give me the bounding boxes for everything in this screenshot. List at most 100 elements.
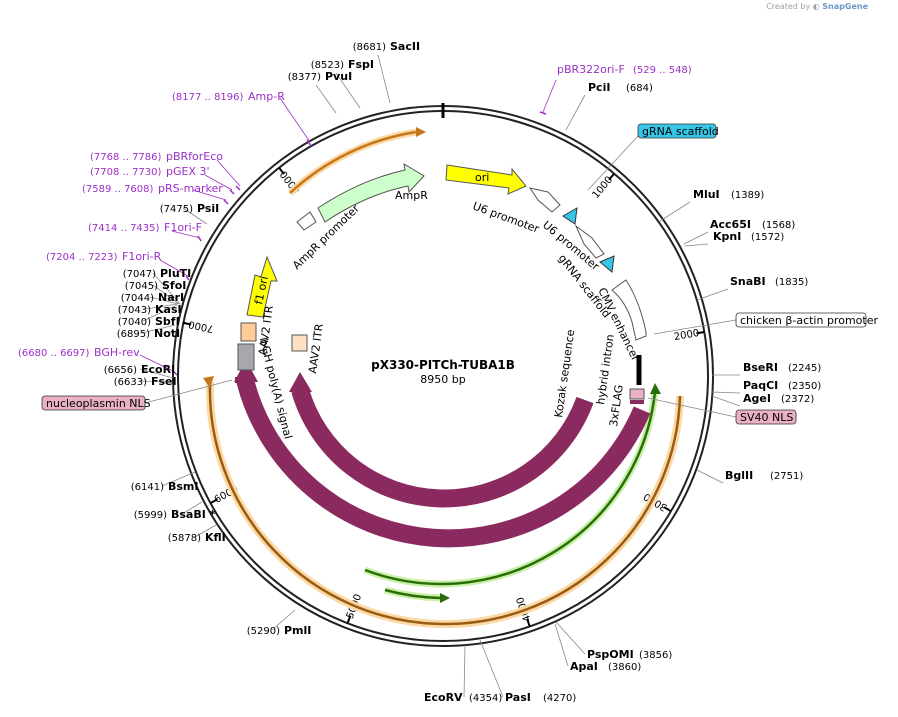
enzyme-site[interactable]: (7475)PsiI xyxy=(160,202,220,215)
sv40-nls-feature[interactable] xyxy=(629,388,645,400)
enzyme-site[interactable]: (7047)PluTI xyxy=(123,267,192,280)
ampr-region-arrow-icon xyxy=(416,127,426,137)
primer-site[interactable]: (7589 .. 7608)pRS-marker xyxy=(82,182,223,195)
enzyme-position: (8377) xyxy=(288,72,321,83)
enzyme-name: BseRI xyxy=(743,361,778,374)
enzyme-name: SnaBI xyxy=(730,275,766,288)
enzyme-site[interactable]: (5999)BsaBI * xyxy=(134,508,216,521)
boxed-label-chicken-beta-actin-promoter[interactable]: chicken β-actin promoter xyxy=(735,312,878,328)
enzyme-site[interactable]: (6656) EcoRI xyxy=(104,363,175,376)
cmv-enhancer-feature[interactable] xyxy=(611,279,647,341)
ori-feature[interactable] xyxy=(445,164,527,195)
enzyme-position: (7043) xyxy=(118,305,151,316)
boxed-label-sv40-nls[interactable]: SV40 NLS xyxy=(735,409,797,425)
primer-site[interactable]: (529 .. 548)pBR322ori-F xyxy=(557,63,692,76)
enzyme-name: SacII xyxy=(390,40,420,53)
enzyme-site[interactable]: (684)PciI xyxy=(588,81,653,94)
tick-label: 2000 xyxy=(673,328,700,343)
enzyme-name: KpnI xyxy=(713,230,741,243)
enzyme-site[interactable]: (1835)SnaBI xyxy=(730,275,808,288)
enzyme-name: KflI xyxy=(205,531,226,544)
enzyme-site[interactable]: (1389)MluI xyxy=(693,188,764,201)
leader-lines xyxy=(139,54,741,698)
tick-mark xyxy=(278,167,285,175)
enzyme-name: EcoRI xyxy=(141,363,175,376)
enzyme-site[interactable]: (7044)NarI xyxy=(121,291,184,304)
aav2-itr-2-feature[interactable] xyxy=(291,334,308,352)
aav2-itr-2-label: AAV2 ITR xyxy=(306,322,326,374)
enzyme-site[interactable]: (7043)KasI xyxy=(118,303,182,316)
enzyme-site[interactable]: (2751)BglII xyxy=(725,469,803,482)
enzyme-site[interactable]: (1568)Acc65I xyxy=(710,218,795,231)
enzyme-position: (1389) xyxy=(731,190,764,201)
enzyme-name: PmlI xyxy=(284,624,311,637)
enzyme-name: BsaBI * xyxy=(171,508,216,521)
enzyme-position: (5878) xyxy=(168,533,201,544)
primer-site[interactable]: (7414 .. 7435)F1ori-F xyxy=(88,221,202,234)
enzyme-name: FseI xyxy=(151,375,177,388)
snapgene-logo-icon: ◐ xyxy=(812,2,820,11)
f1-ori-feature[interactable] xyxy=(246,255,278,318)
primer-name: Amp-R xyxy=(248,90,285,103)
ampr-promoter-feature[interactable] xyxy=(296,211,317,231)
ampr-feature[interactable] xyxy=(317,163,425,223)
tick-mark xyxy=(608,173,615,181)
enzyme-position: (6141) xyxy=(131,482,164,493)
plasmid-name: pX330-PITCh-TUBA1B xyxy=(371,358,515,372)
boxed-label-nucleoplasmin-nls[interactable]: nucleoplasmin NLS xyxy=(41,395,151,411)
grna-scaffold-2-feature[interactable] xyxy=(599,255,615,273)
enzyme-position: (2350) xyxy=(788,381,821,392)
primer-site[interactable]: (7708 .. 7730)pGEX 3' xyxy=(90,165,210,178)
cas9-outer-arrowhead-icon xyxy=(234,360,258,382)
cas9-outer-label: Cas9 xyxy=(422,558,449,571)
tick-mark xyxy=(209,498,218,504)
u6-promoter-1-feature[interactable] xyxy=(528,187,561,213)
credit-brand: SnapGene xyxy=(822,2,868,11)
enzyme-site[interactable]: (8377)PvuI xyxy=(288,70,352,83)
aav2-itr-1-feature[interactable] xyxy=(240,322,257,342)
primer-site[interactable]: (8177 .. 8196) Amp-R xyxy=(172,90,285,103)
tick-mark xyxy=(696,331,705,335)
enzyme-site[interactable]: (2245) BseRI xyxy=(743,361,821,374)
primer-range: (7708 .. 7730) xyxy=(90,167,162,178)
enzyme-site[interactable]: (5878) KflI xyxy=(168,531,226,544)
enzyme-position: (2751) xyxy=(770,471,803,482)
tick-label: 7000 xyxy=(188,318,215,334)
enzyme-position: (1568) xyxy=(762,220,795,231)
enzyme-position: (2245) xyxy=(788,363,821,374)
boxed-label-grna-scaffold[interactable]: gRNA scaffold xyxy=(637,123,719,139)
3xflag-feature[interactable] xyxy=(630,400,644,404)
primer-site[interactable]: (6680 .. 6697)BGH-rev xyxy=(18,346,140,359)
enzyme-site[interactable]: (3856)PspOMI xyxy=(587,648,672,661)
enzyme-position: (6656) xyxy=(104,365,137,376)
enzyme-site[interactable]: (2372)AgeI xyxy=(743,392,814,405)
enzyme-position: (2372) xyxy=(781,394,814,405)
enzyme-name: ApaI xyxy=(570,660,598,673)
enzyme-site[interactable]: (6633)FseI xyxy=(114,375,177,388)
primer-range: (8177 .. 8196) xyxy=(172,92,244,103)
enzyme-site[interactable]: (8681)SacII xyxy=(353,40,420,53)
enzyme-name: PasI xyxy=(505,691,531,704)
enzyme-site[interactable]: (6895)NotI xyxy=(117,327,180,340)
enzyme-site[interactable]: (2350)PaqCI xyxy=(743,379,821,392)
enzyme-position: (1572) xyxy=(751,232,784,243)
primer-site[interactable]: (7768 .. 7786)pBRforEco xyxy=(90,150,223,163)
enzyme-site[interactable]: (8523)FspI xyxy=(311,58,374,71)
grna-scaffold-1-feature[interactable] xyxy=(562,207,578,225)
primer-site[interactable]: (7204 .. 7223)F1ori-R xyxy=(46,250,162,263)
bgh-polya-feature[interactable] xyxy=(237,343,255,371)
enzyme-site[interactable]: (1572) KpnI xyxy=(713,230,784,243)
green-arc-arrow-icon xyxy=(650,383,661,394)
enzyme-site[interactable]: (4354)EcoRV xyxy=(424,691,502,704)
nucleoplasmin-nls-feature[interactable] xyxy=(235,377,253,383)
enzyme-site[interactable]: (7045)SfoI xyxy=(125,279,187,292)
enzyme-site[interactable]: (7040)SbfI xyxy=(118,315,180,328)
enzyme-site[interactable]: (6141)BsmI xyxy=(131,480,199,493)
tick-mark xyxy=(183,321,192,326)
enzyme-site[interactable]: (3860)ApaI xyxy=(570,660,641,673)
u6-promoter-2-feature[interactable] xyxy=(574,224,605,259)
cas9-inner-arc xyxy=(291,387,594,508)
enzyme-site[interactable]: (4270)PasI xyxy=(505,691,576,704)
enzyme-position: (7040) xyxy=(118,317,151,328)
enzyme-site[interactable]: (5290)PmlI xyxy=(247,624,312,637)
